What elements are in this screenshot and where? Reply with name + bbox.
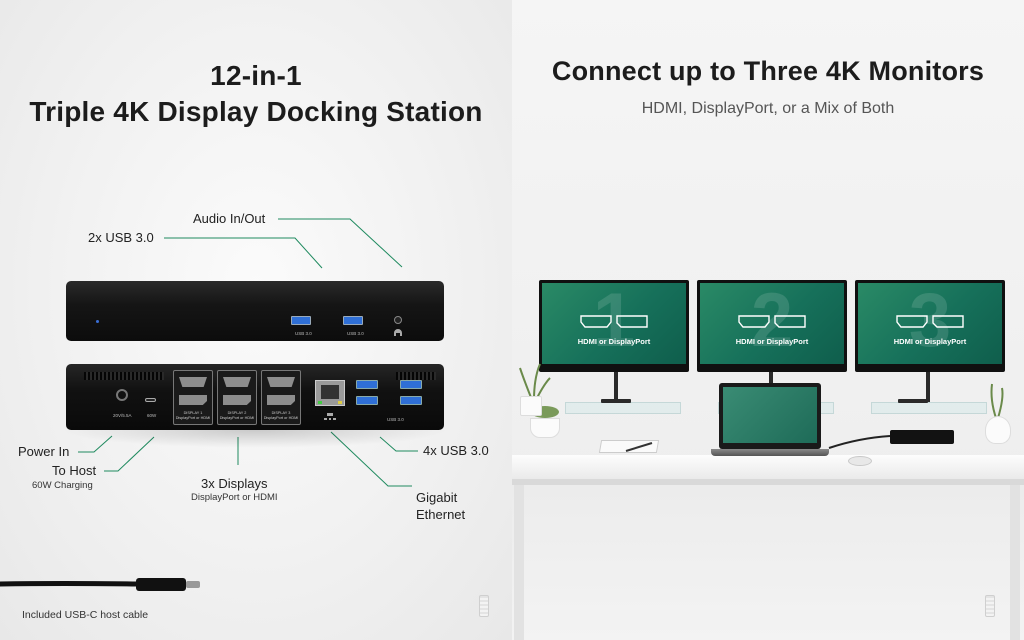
monitor-stand-1 [614, 372, 618, 402]
callout-displays-sub: DisplayPort or HDMI [191, 492, 278, 503]
callout-ethernet-line1: Gigabit [416, 490, 458, 505]
dock-shadow [60, 430, 450, 448]
monitor-2: 2 HDMI or DisplayPort [697, 280, 847, 372]
callout-to-host: To Host [52, 463, 97, 478]
power-led [96, 320, 99, 323]
ethernet-socket [321, 385, 339, 399]
product-title-line1: 12-in-1 [210, 60, 302, 91]
laptop-screen [723, 387, 817, 443]
callout-line-audio [278, 218, 403, 268]
monitor-3: 3 HDMI or DisplayPort [855, 280, 1005, 372]
rear-usb-label: USB 3.0 [387, 417, 404, 422]
callout-power-in: Power In [18, 444, 70, 459]
brand-watermark-left [479, 595, 489, 617]
product-title: 12-in-1 Triple 4K Display Docking Statio… [0, 58, 512, 130]
monitor-2-number: 2 [750, 283, 794, 363]
monitor-2-screen: 2 HDMI or DisplayPort [700, 283, 844, 364]
ethernet-port [315, 380, 345, 406]
monitor-3-screen: 3 HDMI or DisplayPort [858, 283, 1002, 364]
monitor-riser-3 [871, 402, 987, 414]
desk-docking-station [890, 430, 954, 444]
power-rating-label: 20V/5.5A [113, 413, 132, 418]
ethernet-led-green [318, 401, 322, 404]
cable-caption: Included USB-C host cable [22, 609, 149, 621]
usb-c-host-port [145, 398, 156, 402]
desk-leg-left [514, 485, 524, 640]
ethernet-led-yellow [338, 401, 342, 404]
usb-port-rear-3 [400, 380, 422, 389]
power-jack [116, 389, 128, 401]
plant-pot-tall [520, 396, 542, 416]
audio-jack [394, 316, 402, 324]
callout-ethernet-line2: Ethernet [416, 507, 466, 522]
dock-front-view [66, 281, 444, 341]
monitor-1: 1 HDMI or DisplayPort [539, 280, 689, 372]
callout-audio: Audio In/Out [193, 211, 266, 226]
dp-connector-2 [223, 395, 251, 405]
vent-right [396, 372, 436, 380]
dp-connector-1 [179, 395, 207, 405]
monitor-1-screen: 1 HDMI or DisplayPort [542, 283, 686, 364]
desk-front [512, 485, 1024, 640]
display-3-label: DISPLAY 3 DisplayPort or HDMI [263, 411, 299, 420]
callout-line-power [78, 435, 113, 453]
usb-port-rear-1 [356, 380, 378, 389]
monitor-stand-3 [926, 372, 930, 402]
hdmi-connector-1 [179, 377, 207, 387]
display-port-2: DISPLAY 2 DisplayPort or HDMI [217, 370, 257, 425]
callout-line-usb-rear [379, 436, 418, 452]
hdmi-dp-icon [896, 315, 964, 328]
brand-watermark-right [985, 595, 995, 617]
monitor-1-number: 1 [592, 283, 636, 363]
hdmi-connector-3 [267, 377, 295, 387]
display-2-label: DISPLAY 2 DisplayPort or HDMI [219, 411, 255, 420]
vent-left [84, 372, 164, 380]
callout-usb-rear: 4x USB 3.0 [423, 443, 489, 458]
monitor-2-label: HDMI or DisplayPort [735, 337, 809, 346]
mouse [848, 456, 872, 466]
laptop [719, 383, 821, 449]
display-1-label: DISPLAY 1 DisplayPort or HDMI [175, 411, 211, 420]
usb-port-rear-2 [356, 396, 378, 405]
desk-edge [512, 479, 1024, 485]
hdmi-connector-2 [223, 377, 251, 387]
usb-port-front-1 [291, 316, 311, 325]
plant-vase [985, 416, 1011, 444]
host-watt-label: 60W [147, 413, 157, 418]
callout-line-usb-front [164, 237, 323, 269]
monitor-1-label: HDMI or DisplayPort [577, 337, 651, 346]
desk-top [512, 455, 1024, 479]
hdmi-dp-icon [738, 315, 806, 328]
monitors-subtitle: HDMI, DisplayPort, or a Mix of Both [641, 100, 895, 117]
display-port-1: DISPLAY 1 DisplayPort or HDMI [173, 370, 213, 425]
dp-connector-3 [267, 395, 295, 405]
usb-front-1-label: USB 3.0 [295, 331, 312, 336]
hdmi-dp-icon [580, 315, 648, 328]
monitor-3-number: 3 [908, 283, 952, 363]
monitor-base-3 [898, 399, 928, 403]
plant-pot-small [530, 418, 560, 438]
monitors-title: Connect up to Three 4K Monitors [551, 56, 985, 86]
callout-displays: 3x Displays [201, 476, 268, 491]
laptop-base [711, 449, 829, 456]
product-title-line2: Triple 4K Display Docking Station [29, 96, 483, 127]
monitor-base-1 [601, 399, 631, 403]
usb-port-front-2 [343, 316, 363, 325]
callout-line-ethernet [330, 431, 412, 487]
callout-to-host-sub: 60W Charging [32, 480, 93, 491]
usb-front-2-label: USB 3.0 [347, 331, 364, 336]
usb-port-rear-4 [400, 396, 422, 405]
callout-usb-front: 2x USB 3.0 [88, 230, 154, 245]
display-port-3: DISPLAY 3 DisplayPort or HDMI [261, 370, 301, 425]
desk-leg-right [1010, 485, 1020, 640]
callout-line-host [104, 436, 155, 472]
monitor-3-label: HDMI or DisplayPort [893, 337, 967, 346]
